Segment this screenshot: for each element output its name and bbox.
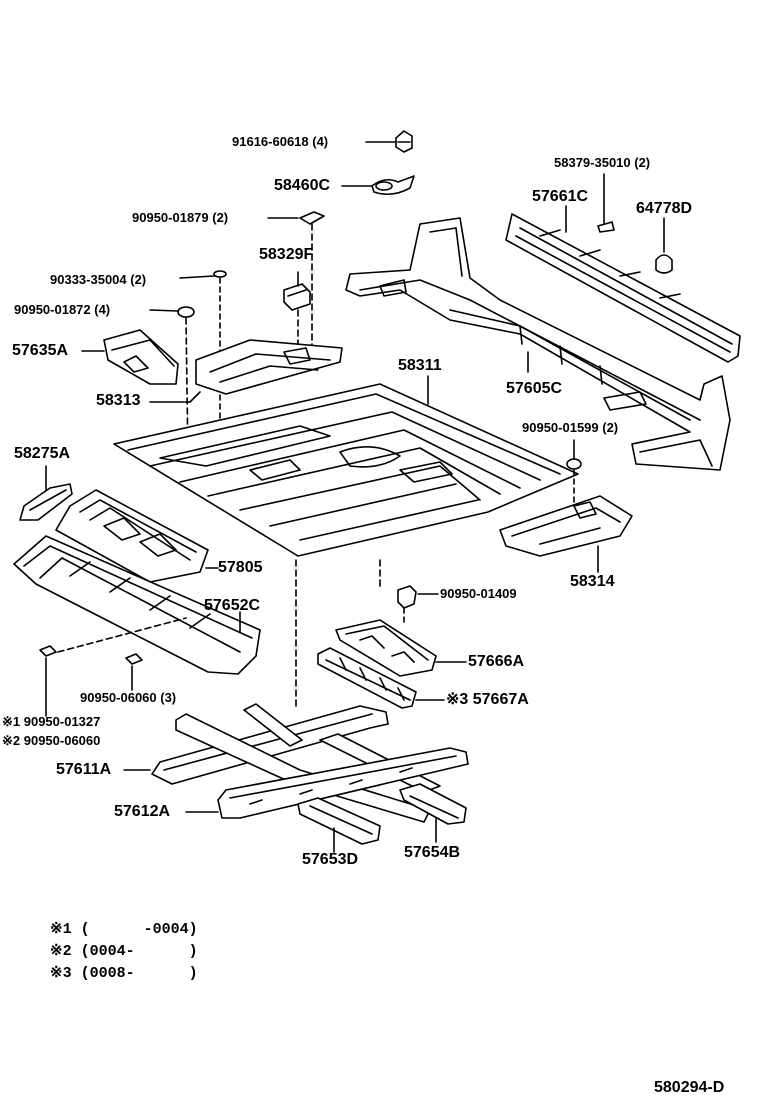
callout-57605c: 57605C xyxy=(506,380,563,397)
bracket-58460c xyxy=(341,175,415,196)
pads-90950-06060 xyxy=(39,617,187,717)
callout-57661c: 57661C xyxy=(532,188,589,205)
callout-57667a: ※3 57667A xyxy=(446,691,529,708)
plate-58314 xyxy=(499,495,633,573)
member-57611a xyxy=(123,703,389,785)
callout-57652c: 57652C xyxy=(204,597,261,614)
callout-90950-01879: 90950-01879 (2) xyxy=(132,210,229,225)
callout-58311: 58311 xyxy=(398,357,442,374)
bolt-91616 xyxy=(365,130,413,153)
callout-90333-35004: 90333-35004 (2) xyxy=(50,272,147,287)
note-1: ※1 ( -0004) xyxy=(50,921,198,938)
callout-90950-01599: 90950-01599 (2) xyxy=(522,420,619,435)
callout-58314: 58314 xyxy=(570,573,615,590)
note-3: ※3 (0008- ) xyxy=(50,965,198,982)
callout-57654b: 57654B xyxy=(404,844,461,861)
panel-57805 xyxy=(55,489,219,583)
member-57666a xyxy=(335,619,467,677)
member-57653d xyxy=(297,797,381,853)
callout-57635a: 57635A xyxy=(12,342,69,359)
callout-57805: 57805 xyxy=(218,559,263,576)
callout-58329f: 58329F xyxy=(259,246,314,263)
bracket-58329f xyxy=(283,271,311,351)
callout-58379-35010: 58379-35010 (2) xyxy=(554,155,651,170)
callout-58460c: 58460C xyxy=(274,177,331,194)
callout-57666a: 57666A xyxy=(468,653,525,670)
diagram-code: 580294-D xyxy=(654,1079,725,1096)
callout-58275a: 58275A xyxy=(14,445,71,462)
rail-57661c xyxy=(505,205,741,363)
member-57652c xyxy=(13,535,261,675)
sill-57605c xyxy=(345,217,731,471)
note-2: ※2 (0004- ) xyxy=(50,943,198,960)
plug-90950-01879 xyxy=(267,211,325,357)
member-57612a xyxy=(185,747,469,819)
callout-90950-01872: 90950-01872 (4) xyxy=(14,302,111,317)
callout-91616-60618: 91616-60618 (4) xyxy=(232,134,329,149)
member-57654b xyxy=(399,783,467,843)
plug-90950-01599 xyxy=(566,439,582,507)
callout-90950-01327: ※1 90950-01327 xyxy=(2,714,101,729)
bracket-58275a xyxy=(19,465,73,521)
member-57667a xyxy=(317,647,445,709)
callout-64778d: 64778D xyxy=(636,200,693,217)
bracket-57635a xyxy=(81,329,179,385)
callout-90950-01409: 90950-01409 xyxy=(440,586,517,601)
clip-58379 xyxy=(597,173,615,233)
floor-pan-58311 xyxy=(113,375,579,557)
callout-57612a: 57612A xyxy=(114,803,171,820)
callout-58313: 58313 xyxy=(96,392,141,409)
callout-57653d: 57653D xyxy=(302,851,359,868)
grommet-64778d xyxy=(655,217,673,274)
plate-58313 xyxy=(149,339,343,403)
plug-90950-01872 xyxy=(149,306,195,461)
callout-90950-06060-3: 90950-06060 (3) xyxy=(80,690,177,705)
callout-57611a: 57611A xyxy=(56,761,112,778)
callout-90950-06060: ※2 90950-06060 xyxy=(2,733,101,748)
plug-90950-01409 xyxy=(397,585,439,625)
